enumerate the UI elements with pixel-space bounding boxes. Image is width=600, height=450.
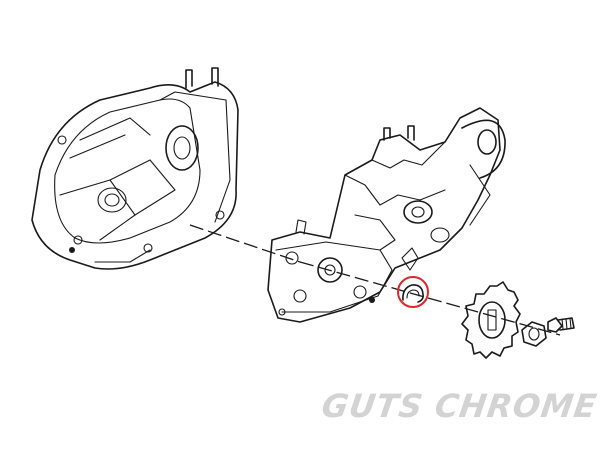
assembly-axis [189, 224, 561, 336]
right-crankcase [267, 107, 506, 323]
brand-watermark: GUTS CHROME [319, 384, 599, 428]
highlight-circle [397, 276, 429, 308]
watermark-word-right: CHROME [432, 387, 600, 425]
watermark-word-left: GUTS [319, 387, 426, 425]
drive-sprocket [461, 281, 521, 359]
retaining-clip [397, 276, 429, 308]
sprocket-bolt [547, 317, 575, 333]
feather-icon [430, 390, 432, 424]
lock-washer [521, 321, 547, 347]
left-crankcase-cover [31, 67, 239, 270]
